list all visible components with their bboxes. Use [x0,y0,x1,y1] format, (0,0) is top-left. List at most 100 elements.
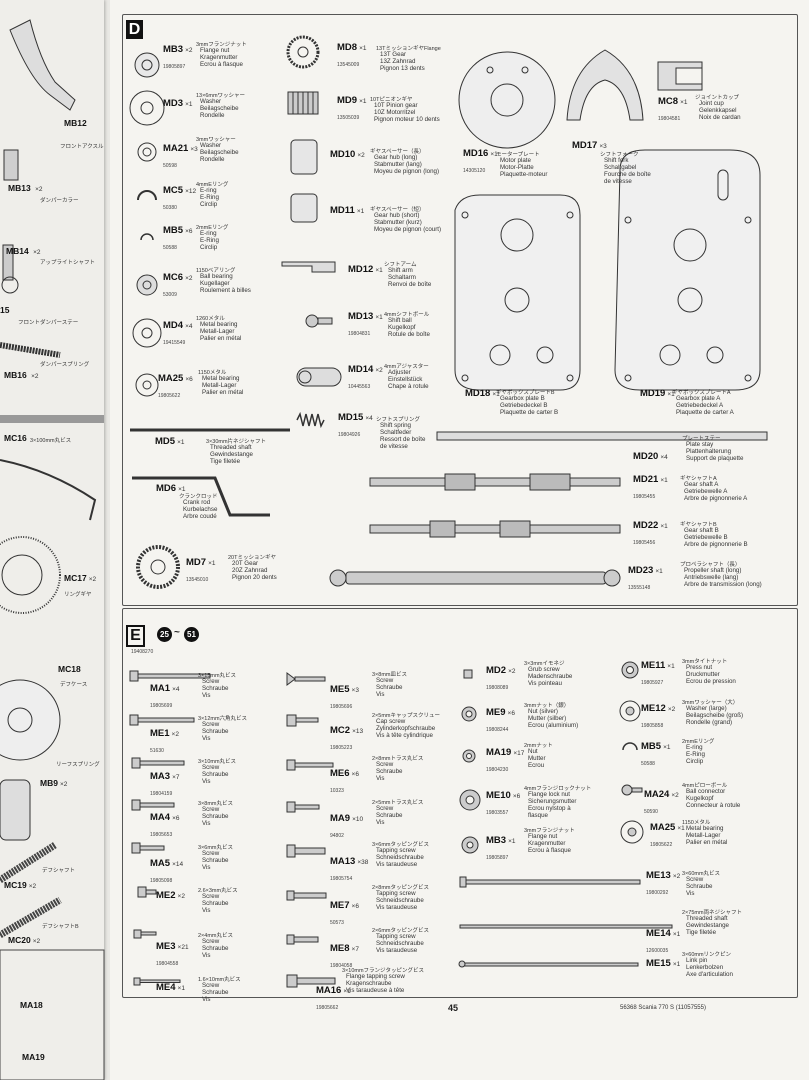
part-quantity: ×1 [667,663,675,670]
part-description-line: Vis [202,778,211,785]
part-name-jp: ギヤシャフトB [680,522,717,528]
part-description-line: Screw [376,761,394,768]
section-d-label: D [126,20,143,39]
part-quantity: ×2 [671,792,679,799]
part-number: 19804581 [658,116,681,122]
part-description-line: Nut (silver) [528,708,558,715]
part-description-line: Schraube [202,989,229,996]
part-code-text: ME5 [330,684,350,695]
part-name-jp: 2×6mmタッピングビス [372,928,429,934]
part-description-line: E-ring [200,230,217,237]
part-description-line: Schneidschraube [376,897,424,904]
part-code-text: ME7 [330,900,350,911]
part-number: 14305120 [463,168,486,174]
part-code-text: MD22 [633,520,659,531]
part-description-line: Schraube [202,857,229,864]
part-description-line: Joint cup [699,100,724,107]
part-number: 50573 [330,920,344,926]
part-description-line: Vis [376,775,385,782]
part-code: MD17×3 [572,140,607,151]
left-part-jp: ダンパースプリング [40,362,90,368]
part-description-line: Getriebewelle A [684,488,728,495]
part-description-line: E-ring [200,187,217,194]
part-code-text: ME14 [646,928,671,939]
part-name-jp: 1150メタル [198,370,227,376]
part-code-text: MB3 [163,44,184,55]
left-part-code: MC20×2 [8,935,41,945]
part-name-jp: ギヤシャフトA [680,476,717,482]
part-name-jp: 2×8mmトラス丸ビス [372,756,424,762]
part-description-line: Washer [200,142,222,149]
part-description-line: Getriebedeckel A [676,402,724,409]
part-quantity: ×1 [177,439,185,446]
part-description-line: Vis [202,820,211,827]
part-description-line: Shift arm [388,267,413,274]
part-code-text: MD20 [633,451,659,462]
part-code: MC5×12 [163,185,196,196]
section-e-label: E [126,625,145,647]
part-name-jp: 4mmアジャスター [384,364,429,370]
left-page-drawings [0,19,105,1080]
part-description-line: Schaltfeder [380,429,412,436]
part-code: ME11×1 [641,660,675,671]
part-description-line: Ecrou nylstop à [528,805,571,812]
part-code: MD2×2 [486,665,515,676]
part-quantity: ×2 [375,367,383,374]
part-quantity: ×1 [508,838,516,845]
part-description-line: Fourche de boîte [604,171,651,178]
part-quantity: ×10 [352,816,364,823]
part-code: ME12×2 [641,703,675,714]
part-description-line: Vis [686,890,695,897]
part-description-line: Screw [686,876,704,883]
part-description-line: Pignon 13 dents [380,65,425,72]
part-code: MA19×17 [486,747,524,758]
part-number: 19804159 [150,791,173,797]
part-code: MB3×1 [486,835,515,846]
part-description-line: Tige filetée [210,458,241,465]
part-code-text: ME10 [486,790,511,801]
part-name-jp: 3×30mm片ネジシャフト [206,439,267,445]
part-description: Gear hub (long)Stabmutter (lang)Moyeu de… [374,154,439,175]
part-number: 19804058 [330,963,353,969]
part-quantity: ×1 [208,560,216,567]
part-code: MA16×1 [316,985,351,996]
part-code: MB3×2 [163,44,192,55]
step-range-dash: ~ [174,627,180,638]
part-description-line: Chape à rotule [388,383,429,390]
part-name-jp: 3×12mm六角丸ビス [198,716,248,722]
part-code-text: MA3 [150,771,171,782]
part-code: MA24×2 [644,789,679,800]
part-description-line: Moyeu de pignon (court) [374,226,442,233]
part-description-line: Druckmutter [686,671,720,678]
part-number: 10323 [330,788,344,794]
part-description-line: Threaded shaft [686,915,728,922]
part-quantity: ×14 [172,861,184,868]
part-description-line: 13Z Zahnrad [380,58,416,65]
part-quantity: ×1 [660,523,668,530]
part-code: MD13×1 [348,311,383,322]
part-quantity: ×12 [185,188,197,195]
left-part-code: 15 [0,305,10,315]
part-description-line: Schraube [202,813,229,820]
part-number: 19805455 [633,494,656,500]
part-description-line: Ressort de boîte [380,436,426,443]
part-description-line: de vitesse [604,178,632,185]
part-description-line: Crank rod [183,499,211,506]
part-description-line: Screw [202,764,220,771]
part-description-line: Metal bearing [202,375,240,382]
part-name-jp: 3×60mm丸ビス [682,871,721,877]
part-code-text: MA9 [330,813,351,824]
part-quantity: ×6 [351,903,359,910]
